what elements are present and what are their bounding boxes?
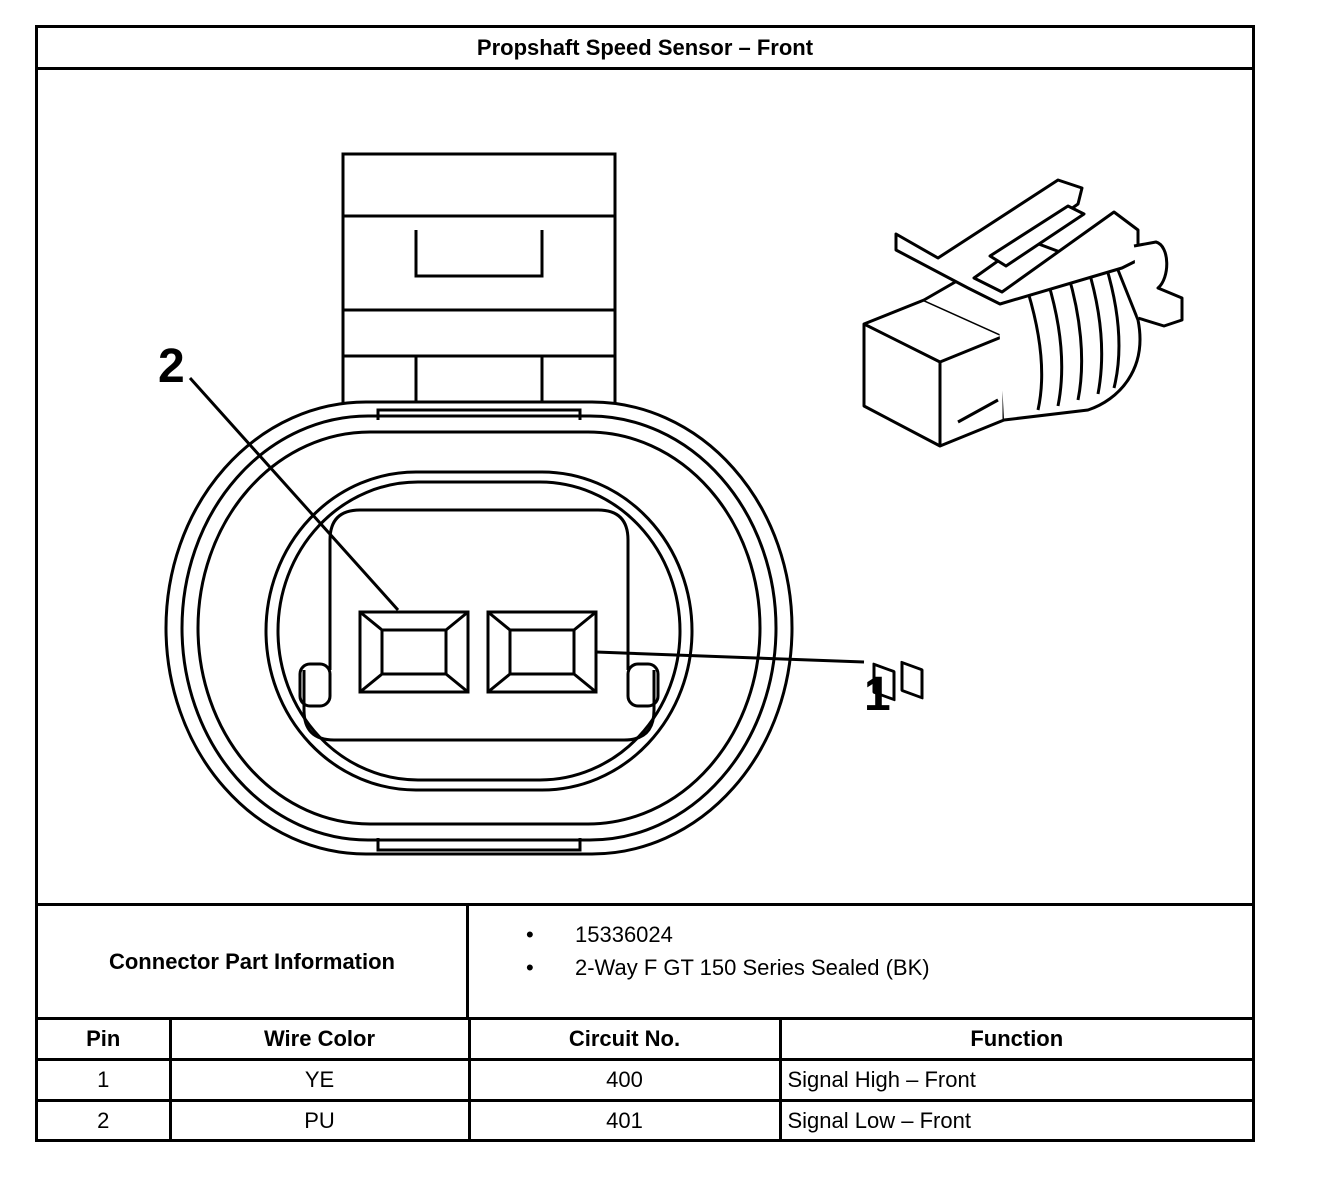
connector-part-info-label: Connector Part Information (38, 906, 469, 1017)
table-row: 1 YE 400 Signal High – Front (38, 1058, 1252, 1102)
callout-1: 1 (864, 668, 891, 721)
header-function: Function (778, 1020, 1252, 1061)
callout-2-leader (188, 376, 400, 612)
function-cell: Signal Low – Front (778, 1099, 1252, 1140)
connector-description-item: • 2-Way F GT 150 Series Sealed (BK) (469, 951, 1252, 984)
connector-part-list: • 15336024 • 2-Way F GT 150 Series Seale… (469, 906, 1252, 1029)
bullet-icon: • (526, 922, 534, 947)
connector-figure: 2 1 (38, 70, 1252, 903)
bullet-icon: • (526, 955, 534, 980)
connector-description: 2-Way F GT 150 Series Sealed (BK) (575, 955, 930, 980)
wire-color-cell: PU (168, 1099, 471, 1140)
connector-3d-illustration (862, 178, 1184, 702)
sheet-title: Propshaft Speed Sensor – Front (38, 28, 1252, 70)
header-pin: Pin (38, 1020, 172, 1061)
wire-color-cell: YE (168, 1058, 471, 1102)
table-row: 2 PU 401 Signal Low – Front (38, 1099, 1252, 1140)
circuit-cell: 400 (467, 1058, 782, 1102)
circuit-cell: 401 (467, 1099, 782, 1140)
connector-body (164, 400, 794, 856)
terminal-cavity-2 (358, 610, 470, 694)
part-number: 15336024 (575, 922, 673, 947)
header-wire-color: Wire Color (168, 1020, 471, 1061)
connector-sheet: Propshaft Speed Sensor – Front (35, 25, 1255, 1142)
header-circuit-no: Circuit No. (467, 1020, 782, 1061)
function-cell: Signal High – Front (778, 1058, 1252, 1102)
pin-cell: 2 (38, 1099, 172, 1140)
callout-2: 2 (158, 340, 185, 393)
latch-tab (341, 152, 617, 416)
part-number-item: • 15336024 (469, 918, 1252, 951)
connector-face-diagram: 2 1 (158, 152, 1184, 856)
connector-part-info: Connector Part Information • 15336024 • … (38, 903, 1252, 1020)
callout-1-leader (595, 650, 865, 664)
pin-table: Pin Wire Color Circuit No. Function 1 YE… (38, 1020, 1252, 1140)
pin-cell: 1 (38, 1058, 172, 1102)
pin-table-header: Pin Wire Color Circuit No. Function (38, 1020, 1252, 1061)
